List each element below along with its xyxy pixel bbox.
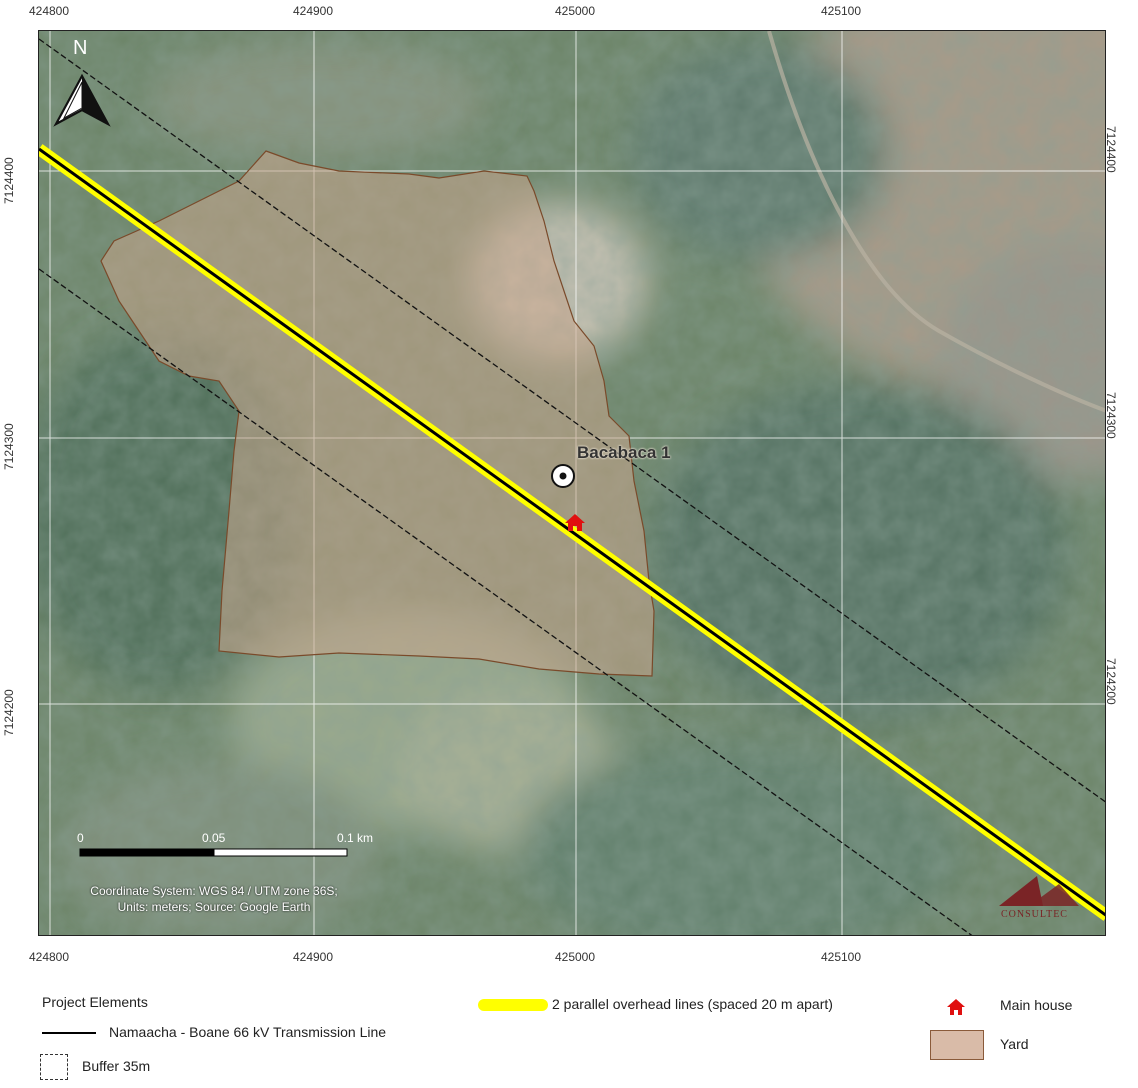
grid-y-label-left: 7124300 [2,423,16,470]
transmission-line[interactable] [39,147,1106,917]
dirt-track [767,31,1105,413]
scale-label-mid: 0.05 [202,831,226,845]
credits-line-1: Coordinate System: WGS 84 / UTM zone 36S… [90,884,338,898]
yard-polygon[interactable] [100,150,655,677]
legend-yard-swatch [930,1030,984,1060]
scale-label-0: 0 [77,831,84,845]
legend-transmission-line-label: Namaacha - Boane 66 kV Transmission Line [109,1024,387,1040]
credits-line-2: Units: meters; Source: Google Earth [117,900,311,914]
grid-y-label-left: 7124200 [2,689,16,736]
legend-title: Project Elements [42,994,148,1010]
grid-x-label-bottom: 424900 [292,950,334,964]
legend-yard-label: Yard [1000,1036,1029,1052]
grid-x-label-bottom: 425000 [554,950,596,964]
grid-y-label-right: 7124200 [1104,658,1118,705]
scale-bar [79,848,348,857]
consultec-logo-icon [999,876,1079,906]
grid-x-label-top: 424800 [28,4,70,18]
grid-y-label-left: 7124400 [2,157,16,204]
main-house-icon[interactable] [565,514,585,531]
grid-x-label-top: 425000 [554,4,596,18]
legend-main-house-label: Main house [1000,997,1073,1013]
north-arrow-icon [53,73,111,127]
legend-buffer-swatch [40,1054,68,1080]
grid-x-label-bottom: 424800 [28,950,70,964]
site-point-marker[interactable] [551,464,575,488]
buffer-line-north [39,38,1105,803]
consultec-logo-text: CONSULTEC [1001,909,1068,920]
legend-buffer-label: Buffer 35m [82,1058,151,1074]
scale-label-end: 0.1 km [337,831,374,845]
map-frame[interactable]: N Bacabaca 1 0 0.05 0.1 km Coordinate Sy… [38,30,1106,936]
legend-house-icon [947,999,965,1015]
map-credits: Coordinate System: WGS 84 / UTM zone 36S… [79,883,349,915]
north-label: N [73,37,88,59]
grid-x-label-top: 425100 [820,4,862,18]
place-label-bacabaca: Bacabaca 1 [577,443,671,462]
legend-transmission-line-swatch [42,1032,96,1034]
legend-overhead-lines-label: 2 parallel overhead lines (spaced 20 m a… [552,996,833,1012]
grid-x-label-top: 424900 [292,4,334,18]
map-canvas [39,31,1106,935]
grid-y-label-right: 7124300 [1104,392,1118,439]
grid-y-label-right: 7124400 [1104,126,1118,173]
legend-overhead-lines-swatch [478,999,548,1011]
buffer-line-south [39,268,973,935]
grid-x-label-bottom: 425100 [820,950,862,964]
